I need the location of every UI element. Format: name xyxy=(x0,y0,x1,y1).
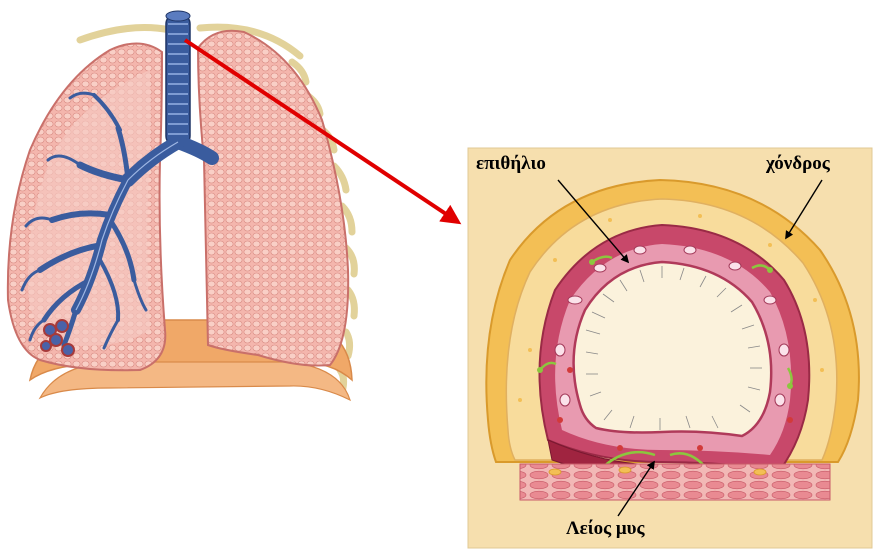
smooth-muscle-label: Λείος μυς xyxy=(566,518,645,540)
left-lung xyxy=(198,31,348,366)
lungs-illustration xyxy=(8,11,355,400)
submucosa-layer xyxy=(520,464,830,500)
cross-section-panel xyxy=(468,148,872,548)
epithelium-label: επιθήλιο xyxy=(476,153,546,175)
cartilage-label: χόνδρος xyxy=(766,153,830,175)
trachea xyxy=(166,11,190,146)
